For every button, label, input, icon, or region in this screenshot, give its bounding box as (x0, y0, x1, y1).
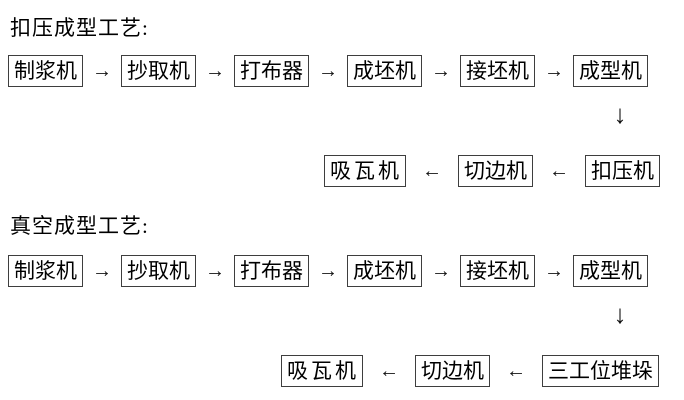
process-box: 吸瓦机 (324, 155, 406, 187)
arrow-right-icon: → (544, 260, 564, 282)
process-box: 三工位堆垛 (542, 355, 659, 387)
arrow-right-icon: → (205, 260, 225, 282)
process-box: 打布器 (234, 255, 309, 287)
section-title: 扣压成型工艺: (10, 16, 149, 40)
return-flow-row: 吸瓦机 ← 切边机 ← 三工位堆垛 (281, 355, 659, 387)
section-title: 真空成型工艺: (10, 214, 149, 238)
arrow-left-icon: ← (422, 160, 442, 182)
process-box: 制浆机 (8, 55, 83, 87)
process-box: 打布器 (234, 55, 309, 87)
arrow-right-icon: → (205, 60, 225, 82)
process-box: 抄取机 (121, 255, 196, 287)
process-box: 成坯机 (347, 255, 422, 287)
arrow-down-icon: ↓ (613, 100, 627, 129)
arrow-left-icon: ← (506, 360, 526, 382)
arrow-right-icon: → (318, 60, 338, 82)
process-box: 抄取机 (121, 55, 196, 87)
arrow-right-icon: → (318, 260, 338, 282)
process-box: 切边机 (458, 155, 533, 187)
arrow-right-icon: → (431, 260, 451, 282)
process-box: 吸瓦机 (281, 355, 363, 387)
main-flow-row: 制浆机 → 抄取机 → 打布器 → 成坯机 → 接坯机 → 成型机 (8, 55, 648, 87)
process-box: 接坯机 (460, 55, 535, 87)
process-box: 切边机 (415, 355, 490, 387)
arrow-right-icon: → (544, 60, 564, 82)
return-flow-row: 吸瓦机 ← 切边机 ← 扣压机 (324, 155, 660, 187)
arrow-left-icon: ← (379, 360, 399, 382)
process-box: 接坯机 (460, 255, 535, 287)
arrow-right-icon: → (92, 260, 112, 282)
process-box: 制浆机 (8, 255, 83, 287)
process-box: 成坯机 (347, 55, 422, 87)
arrow-right-icon: → (431, 60, 451, 82)
process-box: 成型机 (573, 255, 648, 287)
process-box: 成型机 (573, 55, 648, 87)
arrow-left-icon: ← (549, 160, 569, 182)
process-box: 扣压机 (585, 155, 660, 187)
arrow-right-icon: → (92, 60, 112, 82)
arrow-down-icon: ↓ (613, 300, 627, 329)
main-flow-row: 制浆机 → 抄取机 → 打布器 → 成坯机 → 接坯机 → 成型机 (8, 255, 648, 287)
